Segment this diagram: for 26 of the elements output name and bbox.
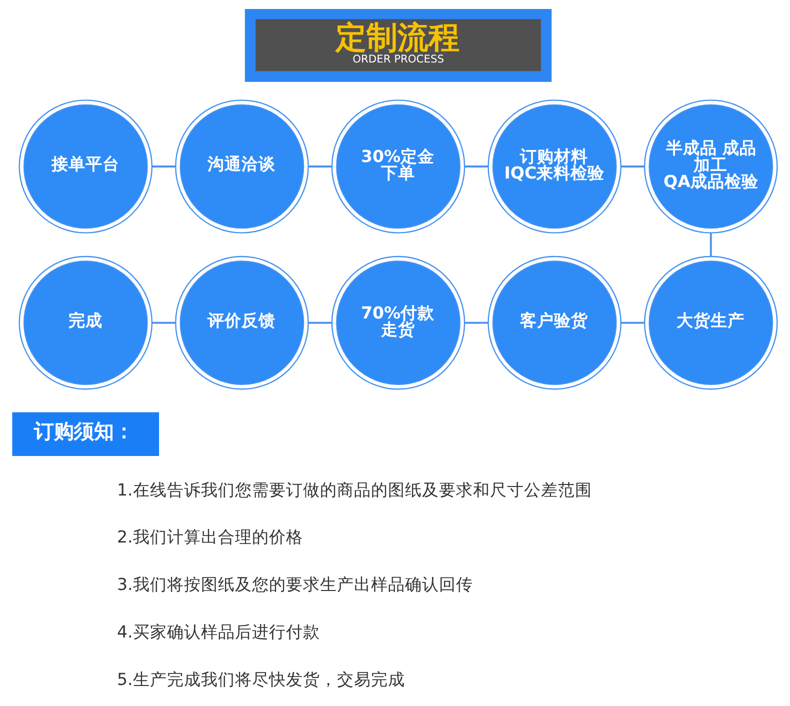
connector: [621, 322, 644, 324]
node-circle: 沟通洽谈: [175, 100, 309, 234]
node-circle: 半成品 成品加工QA成品检验: [644, 100, 778, 234]
connector: [710, 232, 712, 256]
label: 2.我们计算出合理的价格: [117, 528, 303, 547]
node-circle: 大货生产: [644, 256, 778, 390]
label: 3.我们将按图纸及您的要求生产出样品确认回传: [117, 575, 473, 594]
connector: [308, 166, 332, 168]
connector: [152, 166, 176, 168]
connector: [308, 322, 332, 324]
node-circle: 订购材料IQC来料检验: [488, 100, 622, 234]
node-box: 定制流程 ORDER PROCESS: [244, 9, 552, 82]
node-circle: 接单平台: [18, 100, 153, 234]
node-circle: 客户验货: [488, 256, 622, 390]
node-circle: 评价反馈: [175, 256, 309, 390]
connector: [621, 166, 644, 168]
node-box: 订购须知：: [12, 412, 160, 456]
label: 4.买家确认样品后进行付款: [117, 622, 320, 642]
label: 1.在线告诉我们您需要订做的商品的图纸及要求和尺寸公差范围: [117, 480, 592, 500]
label: 5.生产完成我们将尽快发货，交易完成: [117, 670, 405, 689]
node-circle: 完成: [18, 256, 153, 390]
connector: [152, 322, 176, 324]
connector: [464, 166, 488, 168]
node-circle: 30%定金下单: [331, 100, 466, 234]
connector: [464, 322, 488, 324]
node-circle: 70%付款走货: [331, 256, 466, 390]
